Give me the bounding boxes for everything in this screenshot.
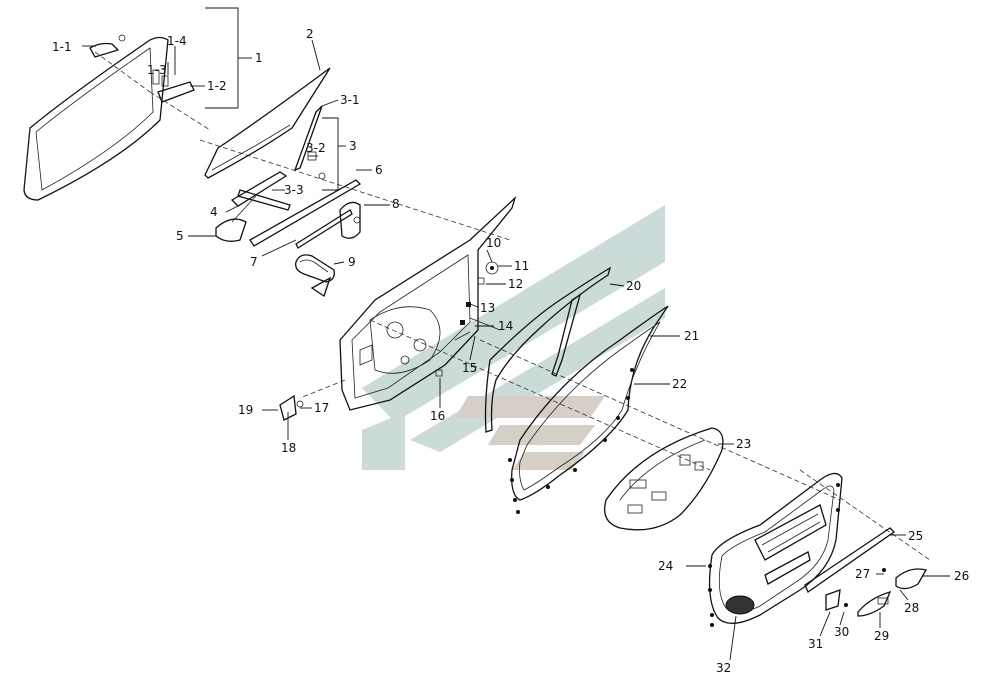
vapor-barrier bbox=[603, 427, 724, 531]
weatherstrip-clips bbox=[508, 368, 634, 514]
side-mirror bbox=[295, 254, 335, 298]
label-22: 22 bbox=[672, 377, 687, 391]
trim-clips bbox=[708, 483, 840, 627]
outer-door-panel bbox=[23, 36, 211, 201]
window-regulator bbox=[215, 171, 291, 242]
label-3-2: 3-2 bbox=[306, 141, 326, 155]
label-3-3: 3-3 bbox=[284, 183, 304, 197]
label-18: 18 bbox=[281, 441, 296, 455]
label-17: 17 bbox=[314, 401, 329, 415]
label-14: 14 bbox=[498, 319, 513, 333]
label-3: 3 bbox=[349, 139, 357, 153]
label-3-1: 3-1 bbox=[340, 93, 360, 107]
label-13: 13 bbox=[480, 301, 495, 315]
door-latch bbox=[339, 201, 361, 239]
label-1: 1 bbox=[255, 51, 263, 65]
inner-door-frame bbox=[299, 195, 517, 411]
label-2: 2 bbox=[306, 27, 314, 41]
label-11: 11 bbox=[514, 259, 529, 273]
label-8: 8 bbox=[392, 197, 400, 211]
label-20: 20 bbox=[626, 279, 641, 293]
label-7: 7 bbox=[250, 255, 258, 269]
label-28: 28 bbox=[904, 601, 919, 615]
label-27: 27 bbox=[855, 567, 870, 581]
label-29: 29 bbox=[874, 629, 889, 643]
label-23: 23 bbox=[736, 437, 751, 451]
assembly-lines bbox=[199, 139, 931, 561]
label-9: 9 bbox=[348, 255, 356, 269]
label-25: 25 bbox=[908, 529, 923, 543]
label-16: 16 bbox=[430, 409, 445, 423]
label-4: 4 bbox=[210, 205, 218, 219]
label-6: 6 bbox=[375, 163, 383, 177]
switch-panel bbox=[825, 568, 927, 617]
label-24: 24 bbox=[658, 559, 673, 573]
part-labels: 1 1-1 1-2 1-3 1-4 2 3 3-1 3-2 3-3 4 5 6 … bbox=[52, 27, 969, 675]
watermark-logo bbox=[362, 205, 665, 470]
label-1-1: 1-1 bbox=[52, 40, 72, 54]
label-1-2: 1-2 bbox=[207, 79, 227, 93]
door-glass bbox=[204, 67, 331, 179]
label-1-3: 1-3 bbox=[147, 63, 167, 77]
label-21: 21 bbox=[684, 329, 699, 343]
glass-run-channel bbox=[484, 266, 612, 433]
label-15: 15 bbox=[462, 361, 477, 375]
label-30: 30 bbox=[834, 625, 849, 639]
label-26: 26 bbox=[954, 569, 969, 583]
door-trim-panel bbox=[708, 472, 843, 624]
leader-lines bbox=[82, 7, 950, 661]
label-5: 5 bbox=[176, 229, 184, 243]
label-31: 31 bbox=[808, 637, 823, 651]
label-10: 10 bbox=[486, 236, 501, 250]
door-hinge bbox=[279, 394, 304, 421]
armrest-trim bbox=[804, 527, 896, 593]
label-19: 19 bbox=[238, 403, 253, 417]
label-1-4: 1-4 bbox=[167, 34, 187, 48]
label-12: 12 bbox=[508, 277, 523, 291]
label-32: 32 bbox=[716, 661, 731, 675]
belt-moulding bbox=[249, 179, 362, 249]
